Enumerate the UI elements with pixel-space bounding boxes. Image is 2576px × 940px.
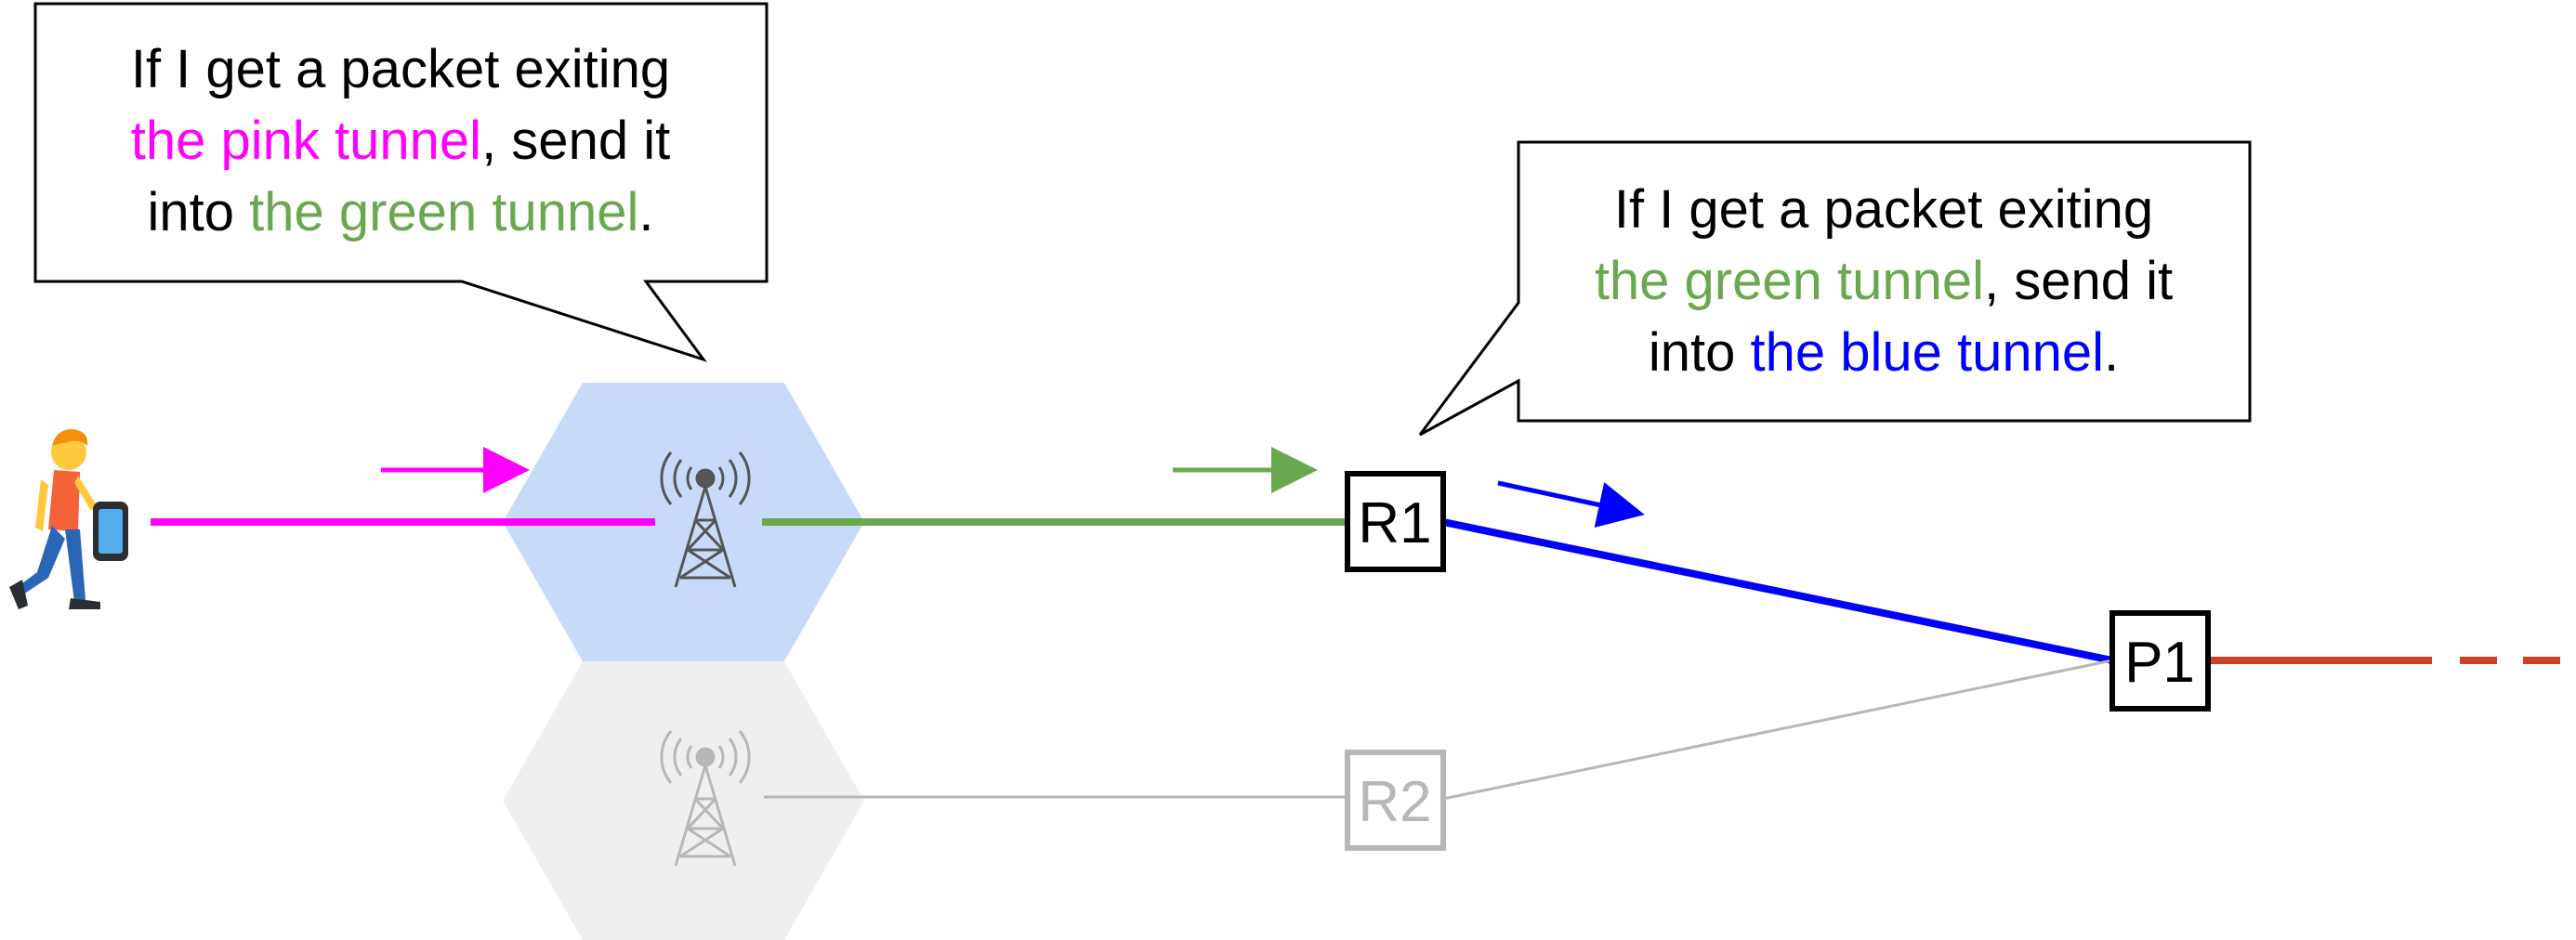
cell-tower-icon [660, 730, 751, 867]
cell-tower-icon [660, 451, 751, 588]
left-callout-text: If I get a packet exiting the pink tunnel… [131, 39, 670, 242]
callout-segment: into [1649, 322, 1751, 383]
callout-line: If I get a packet exiting [1614, 179, 2153, 240]
callout-segment: , send it [1984, 251, 2173, 311]
callout-segment: , send it [481, 111, 670, 171]
router-r1-label: R1 [1358, 491, 1431, 555]
callout-line: the pink tunnel, send it [131, 111, 670, 171]
router-r2-label: R2 [1358, 770, 1431, 834]
left-callout-bubble [33, 2, 769, 362]
callout-line: into the blue tunnel. [1649, 322, 2119, 383]
callout-line: If I get a packet exiting [131, 39, 670, 99]
callout-line: into the green tunnel. [148, 182, 654, 242]
person-walking-with-phone-icon [9, 429, 128, 609]
router-p1-label: P1 [2124, 631, 2195, 695]
callout-segment: into [148, 182, 250, 242]
inactive-cell-hexagon [503, 661, 864, 940]
router-r1: R1 [1345, 471, 1446, 572]
callout-segment: the green tunnel [1595, 251, 1984, 311]
callout-segment: the pink tunnel [131, 111, 481, 171]
callout-segment: the blue tunnel [1750, 322, 2104, 383]
right-callout-text: If I get a packet exiting the green tunne… [1595, 179, 2173, 383]
router-p1: P1 [2109, 610, 2211, 712]
right-callout-bubble [1418, 140, 2252, 437]
blue-tunnel-line [1442, 518, 2113, 664]
callout-line: the green tunnel, send it [1595, 251, 2173, 311]
callout-segment: . [638, 182, 653, 242]
callout-segment: If I get a packet exiting [131, 39, 670, 99]
router-r2: R2 [1345, 750, 1446, 851]
blue-direction-arrow [1497, 480, 1645, 528]
callout-segment: . [2104, 322, 2119, 383]
callout-segment: If I get a packet exiting [1614, 179, 2153, 240]
active-cell-hexagon [503, 383, 864, 661]
r2-to-p1-line [1442, 659, 2113, 801]
callout-segment: the green tunnel [249, 182, 638, 242]
